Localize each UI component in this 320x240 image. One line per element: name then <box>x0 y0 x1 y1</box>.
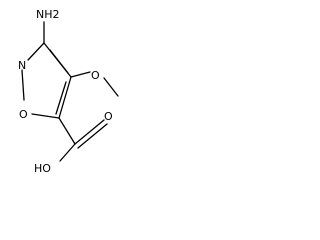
bond-o-methyl <box>103 77 119 97</box>
o-carbonyl-label: O <box>104 110 113 123</box>
bond-c-o-double-1 <box>74 119 105 145</box>
bond-c4-o-methoxy <box>70 71 91 78</box>
bond-n-c3 <box>27 42 45 61</box>
structure-diagram: NH2 N O O O HO <box>18 8 119 175</box>
bond-c-o-double-2 <box>77 123 108 149</box>
bond-c5-ccooh <box>58 117 76 145</box>
o-methoxy-label: O <box>91 69 100 82</box>
oh-label: HO <box>34 162 51 175</box>
bond-c4-c5-inner <box>55 81 67 115</box>
o1-label: O <box>19 108 28 121</box>
bond-c4-c5 <box>58 76 72 119</box>
bond-o-n <box>21 69 25 101</box>
bond-c5-o <box>31 113 60 119</box>
bond-c-oh <box>59 143 76 162</box>
nh2-label: NH2 <box>36 8 60 21</box>
bond-c3-c4-inner <box>49 49 69 74</box>
n1-label: N <box>18 59 26 72</box>
